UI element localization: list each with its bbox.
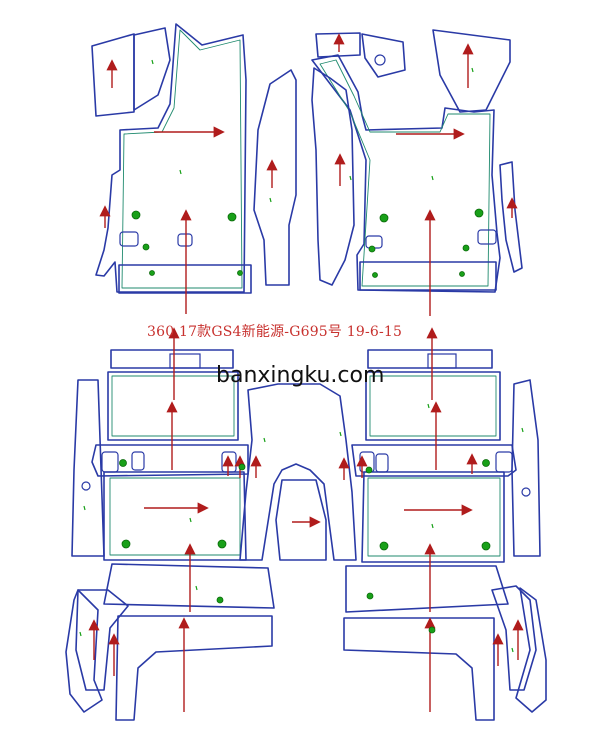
tick-mark xyxy=(269,197,272,203)
bottom-left-top-notch xyxy=(169,353,201,369)
tick-mark xyxy=(189,517,192,523)
top-right-small-block xyxy=(315,32,361,58)
tick-mark xyxy=(431,523,434,529)
bottom-right-top-notch xyxy=(427,353,457,369)
marker-dot xyxy=(121,539,131,549)
bottom-center-tunnel xyxy=(239,383,357,561)
tick-mark xyxy=(179,169,182,175)
top-right-upper-panel xyxy=(432,29,511,113)
watermark-text: banxingku.com xyxy=(216,363,385,388)
top-right-main-mat-inner xyxy=(319,59,491,287)
marker-dot xyxy=(462,244,470,252)
top-right-side-strip xyxy=(499,161,523,273)
top-left-small-flap xyxy=(91,33,135,117)
top-left-main-mat xyxy=(95,23,247,293)
tick-mark xyxy=(79,631,82,637)
marker-dot xyxy=(366,592,374,600)
bottom-left-upper-mat-inner xyxy=(111,375,235,437)
top-left-strip xyxy=(118,264,252,294)
marker-dot xyxy=(372,272,378,278)
bottom-left-lower-strip xyxy=(103,563,275,609)
top-left-side-strip xyxy=(253,69,297,286)
bottom-right-upper-mat xyxy=(365,371,501,441)
tick-mark xyxy=(521,427,524,433)
diagram-caption: 360 17款GS4新能源-G695号 19-6-15 xyxy=(147,324,403,340)
bottom-left-lower-mat xyxy=(115,615,273,721)
tick-mark xyxy=(195,585,198,591)
marker-dot xyxy=(379,541,389,551)
bottom-right-cutout-2 xyxy=(375,453,389,473)
tick-mark xyxy=(263,437,266,443)
tick-mark xyxy=(83,505,86,511)
top-right-strip xyxy=(359,261,497,291)
tick-mark xyxy=(339,431,342,437)
bottom-right-lower-mat xyxy=(343,617,495,721)
tick-mark xyxy=(431,175,434,181)
top-right-flap-hole xyxy=(374,54,386,66)
bottom-left-upper-mat xyxy=(107,371,239,441)
marker-dot xyxy=(379,213,389,223)
marker-dot xyxy=(227,212,237,222)
bottom-right-cutout-3 xyxy=(495,451,513,473)
top-right-small-flap xyxy=(361,33,406,78)
top-left-cutout-1 xyxy=(119,231,139,247)
bottom-left-cutout-1 xyxy=(101,451,119,473)
marker-dot xyxy=(459,271,465,277)
tick-mark xyxy=(349,175,352,181)
bottom-center-piece xyxy=(275,479,327,561)
bottom-right-arch-outer xyxy=(515,587,547,713)
bottom-right-top-strip xyxy=(367,349,493,369)
bottom-right-lower-strip xyxy=(345,565,509,613)
bottom-right-arch-strip xyxy=(491,585,537,691)
marker-dot xyxy=(481,541,491,551)
top-right-left-strip xyxy=(311,67,355,286)
bottom-right-side-hole xyxy=(521,487,531,497)
top-right-cutout-2 xyxy=(477,229,497,245)
bottom-left-top-strip xyxy=(110,349,234,369)
tick-mark xyxy=(427,403,430,409)
marker-dot xyxy=(131,210,141,220)
marker-dot xyxy=(216,596,224,604)
marker-dot xyxy=(237,270,243,276)
bottom-left-cutout-3 xyxy=(221,451,237,473)
marker-dot xyxy=(119,459,127,467)
marker-dot xyxy=(142,243,150,251)
top-left-main-mat-inner xyxy=(121,29,243,289)
tick-mark xyxy=(471,67,474,73)
top-right-cutout-1 xyxy=(365,235,383,249)
bottom-left-arch-strip xyxy=(75,589,129,691)
bottom-left-cutout-2 xyxy=(131,451,145,471)
top-left-cutout-2 xyxy=(177,233,193,247)
bottom-left-side-strip xyxy=(71,379,105,557)
bottom-right-upper-mat-inner xyxy=(369,375,497,437)
marker-dot xyxy=(482,459,490,467)
marker-dot xyxy=(474,208,484,218)
tick-mark xyxy=(511,647,514,653)
bottom-right-main-mat xyxy=(361,471,505,563)
marker-dot xyxy=(149,270,155,276)
tick-mark xyxy=(151,59,154,65)
marker-dot xyxy=(368,245,376,253)
marker-dot xyxy=(428,626,436,634)
bottom-left-arch-outer xyxy=(65,589,103,713)
marker-dot xyxy=(238,463,246,471)
marker-dot xyxy=(365,466,373,474)
bottom-right-main-mat-inner xyxy=(367,477,501,557)
top-left-upper-panel xyxy=(133,27,171,111)
bottom-left-mid-strip xyxy=(91,444,249,477)
marker-dot xyxy=(217,539,227,549)
bottom-left-side-hole xyxy=(81,481,91,491)
